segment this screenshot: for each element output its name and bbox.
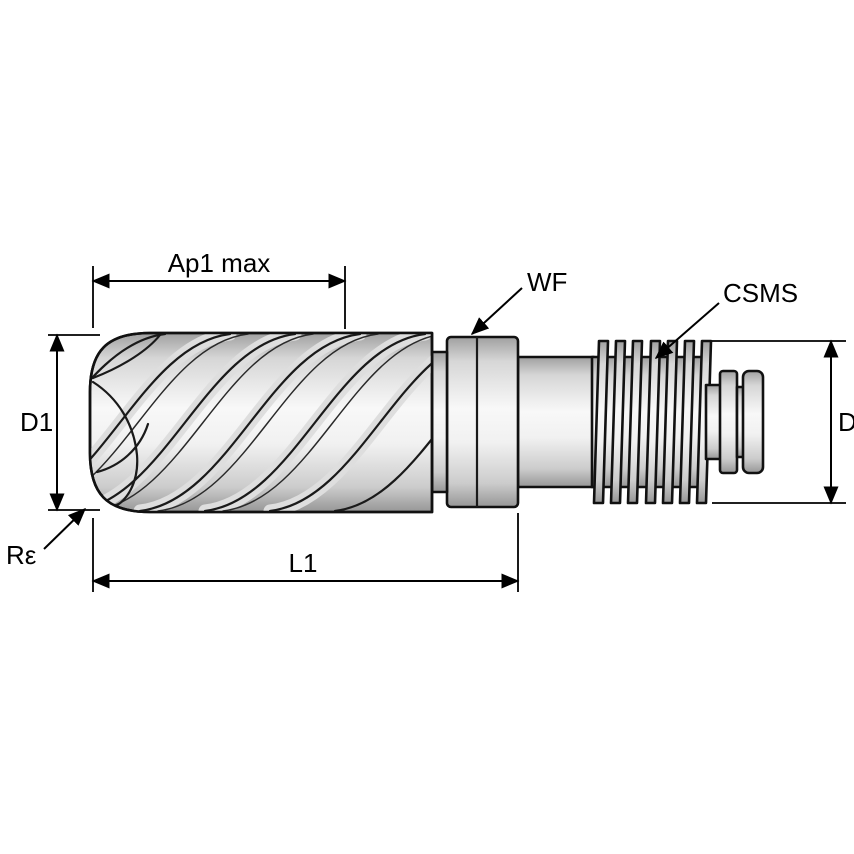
pilot-end (704, 369, 765, 475)
flute-line (268, 333, 432, 512)
dimension-wf: WF (470, 267, 567, 336)
thread-ridge (695, 339, 713, 505)
cutter-head-silhouette (88, 331, 434, 514)
label-ap1-max: Ap1 max (168, 248, 271, 278)
pilot-end-cap (741, 369, 765, 475)
end-tooth-edge (91, 333, 162, 380)
cutter-head (88, 331, 434, 514)
flute-line (203, 333, 427, 512)
leader-line (43, 507, 87, 550)
collar-section (445, 335, 520, 509)
label-corner-radius: Rε (6, 540, 37, 570)
thread-ridge (609, 339, 627, 505)
leader-line (470, 287, 523, 336)
leader-line (654, 302, 720, 359)
flute-line (138, 333, 362, 512)
shank-smooth-section (516, 355, 596, 489)
label-wf: WF (527, 267, 567, 297)
flute-line (90, 333, 297, 512)
label-l1: L1 (289, 548, 318, 578)
flute-line (90, 333, 232, 512)
flute-land-edge (222, 333, 432, 512)
dimension-csms: CSMS (654, 278, 798, 359)
flute-line (333, 333, 432, 512)
thread-ridge (678, 339, 696, 505)
relief-groove (430, 350, 449, 494)
dimension-d: D (712, 339, 854, 505)
dimension-d1: D1 (20, 333, 100, 512)
dimension-ap1-max: Ap1 max (91, 248, 347, 329)
thread-ridge (644, 339, 662, 505)
thread-ridge (626, 339, 644, 505)
end-tooth-edge (91, 380, 139, 511)
flutes (90, 333, 432, 512)
flute-land-edge (157, 333, 379, 512)
dimension-l1: L1 (91, 513, 520, 592)
flute-land-edge (90, 333, 249, 512)
end-tooth-edge (95, 422, 150, 474)
label-d: D (838, 407, 854, 437)
dimension-corner-radius: Rε (6, 507, 87, 570)
pilot-flange (718, 369, 739, 475)
threaded-section (590, 339, 713, 505)
thread-ridge (592, 339, 610, 505)
label-csms: CSMS (723, 278, 798, 308)
flute-land-edge (92, 333, 314, 512)
label-d1: D1 (20, 407, 53, 437)
flute-line (90, 333, 167, 512)
